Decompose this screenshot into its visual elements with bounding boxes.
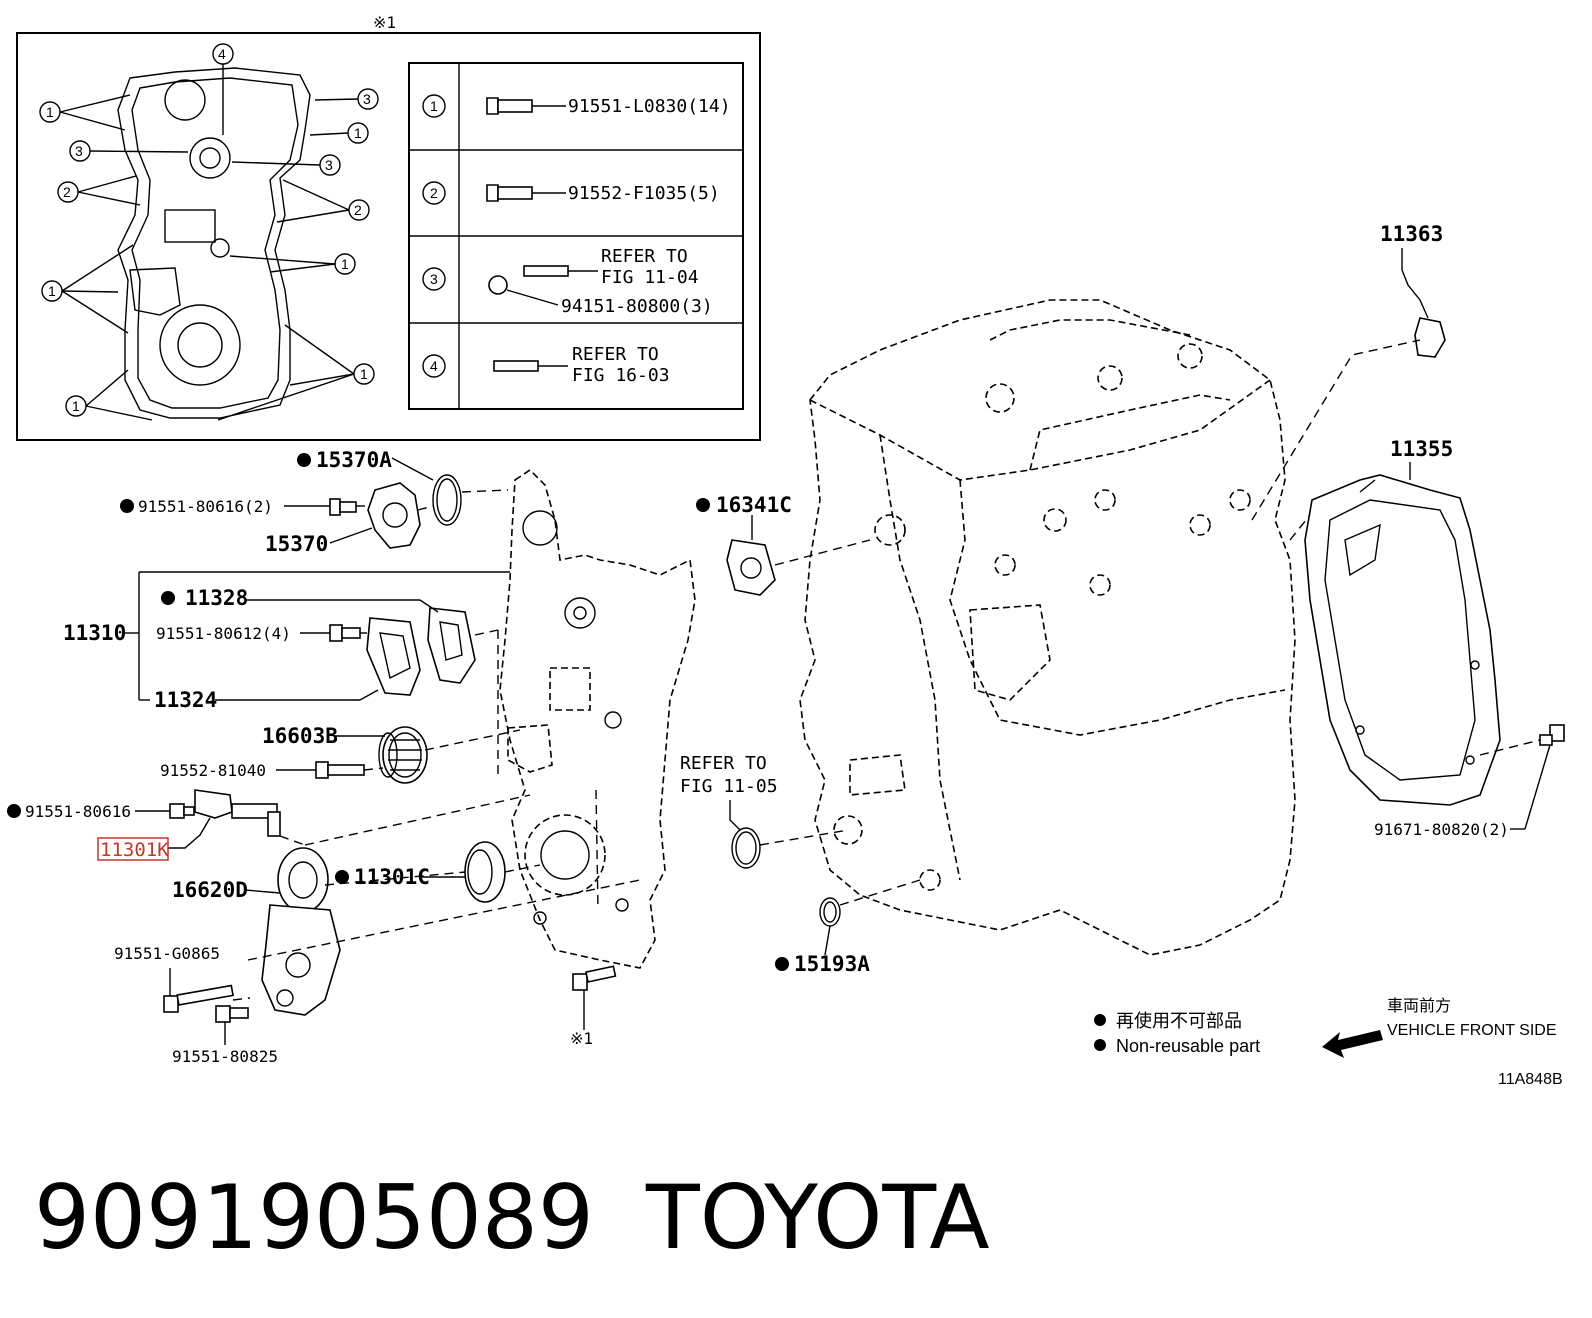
part-bolt-91552-81040 [315,761,365,779]
label-16620D: 16620D [172,878,248,902]
part-11355-end-plate [1304,474,1501,806]
label-11328: 11328 [185,586,248,610]
leader-lines [125,248,1551,1045]
table-row-num: 4 [430,358,438,374]
vehicle-front-direction: 車両前方 VEHICLE FRONT SIDE [1322,997,1557,1058]
callout-num: 3 [75,143,83,159]
callout-num: 1 [46,104,54,120]
table-row-num: 2 [430,185,438,201]
table-refer-3a: REFER TO [601,246,688,267]
table-refer-4a: REFER TO [572,344,659,365]
table-refer-3b: FIG 11-04 [601,267,699,288]
inset-note-mark: ※1 [373,13,396,32]
label-15370A: 15370A [316,448,392,472]
part-16341C-gasket [726,539,776,596]
part-bolt-91551-80612-4 [329,624,361,642]
label-91671-80820-2: 91671-80820(2) [1374,820,1509,839]
inset-timing-cover [117,67,311,419]
part-bolt-note [572,965,617,991]
label-11363: 11363 [1380,222,1443,246]
callout-num: 3 [325,157,333,173]
part-16620D-tensioner [261,847,341,1016]
label-refer-to: REFER TO [680,753,767,774]
callout-num: 1 [354,125,362,141]
label-91551-80612-4: 91551-80612(4) [156,624,291,643]
part-bolt-91671-80820-2 [1539,724,1565,746]
label-15193A: 15193A [794,952,870,976]
label-11301C: 11301C [354,865,430,889]
table-refer-4b: FIG 16-03 [572,365,670,386]
part-bolt-91551-G0865 [163,984,234,1013]
part-11328-gasket [427,607,476,684]
label-16341C: 16341C [716,493,792,517]
product-part-number: 9091905089 [34,1166,594,1269]
engine-block [799,299,1296,956]
label-91552-81040: 91552-81040 [160,761,266,780]
part-bolt-91551-80616-2 [329,498,357,516]
legend-note-en: Non-reusable part [1116,1036,1260,1056]
part-sensor [169,789,281,837]
callout-num: 1 [360,366,368,382]
direction-jp: 車両前方 [1387,997,1451,1015]
part-15370A-oring [432,474,462,526]
table-part-3: 94151-80800(3) [561,296,713,317]
part-15370-oil-pump-cover [367,482,421,549]
part-bolt-91551-80825 [215,1005,249,1023]
part-11324-cover [366,617,421,696]
part-16603B-idler-pulley [378,726,428,784]
table-row-num: 1 [430,98,438,114]
timing-chain-cover [499,468,696,969]
product-brand: TOYOTA [645,1166,990,1269]
legend-note-jp: 再使用不可部品 [1116,1011,1242,1031]
label-91551-G0865: 91551-G0865 [114,944,220,963]
callout-num: 1 [48,283,56,299]
label-11324: 11324 [154,688,217,712]
table-part-1: 91551-L0830(14) [568,96,731,117]
part-15193A-oring [819,897,841,927]
highlight-box-11301K [97,837,169,861]
label-fig-11-05: FIG 11-05 [680,776,778,797]
part-11301C-oil-seal [464,841,506,903]
callout-num: 1 [72,398,80,414]
label-91551-80616-2: 91551-80616(2) [138,497,273,516]
table-part-2: 91552-F1035(5) [568,183,720,204]
inset-callouts: 4 1 3 2 1 1 3 1 3 [39,43,379,421]
callout-num: 3 [363,91,371,107]
label-11355: 11355 [1390,437,1453,461]
label-note-mark-bottom: ※1 [570,1029,593,1048]
label-11310: 11310 [63,621,126,645]
table-row-num: 3 [430,271,438,287]
direction-arrow-icon [1322,1030,1383,1058]
label-91551-80825: 91551-80825 [172,1047,278,1066]
label-15370: 15370 [265,532,328,556]
assembly-lines [232,339,1541,1001]
direction-en: VEHICLE FRONT SIDE [1387,1022,1557,1039]
inset-frame [16,32,761,441]
label-16603B: 16603B [262,724,338,748]
figure-code: 11A848B [1498,1071,1563,1088]
label-11301K: 11301K [100,839,169,861]
label-91551-80616: 91551-80616 [25,802,131,821]
labels: 15370A 91551-80616(2) 15370 11328 11310 … [7,222,1509,1066]
callout-num: 2 [63,184,71,200]
legend-note: 再使用不可部品 Non-reusable part [1094,1011,1260,1056]
callout-num: 4 [218,46,226,62]
callout-num: 1 [341,256,349,272]
legend-table: 1 91551-L0830(14) 2 91552-F1035(5) 3 REF… [408,62,744,410]
callout-num: 2 [354,202,362,218]
part-11363-sensor [1401,269,1446,358]
part-oring-fig-11-05 [731,827,761,869]
